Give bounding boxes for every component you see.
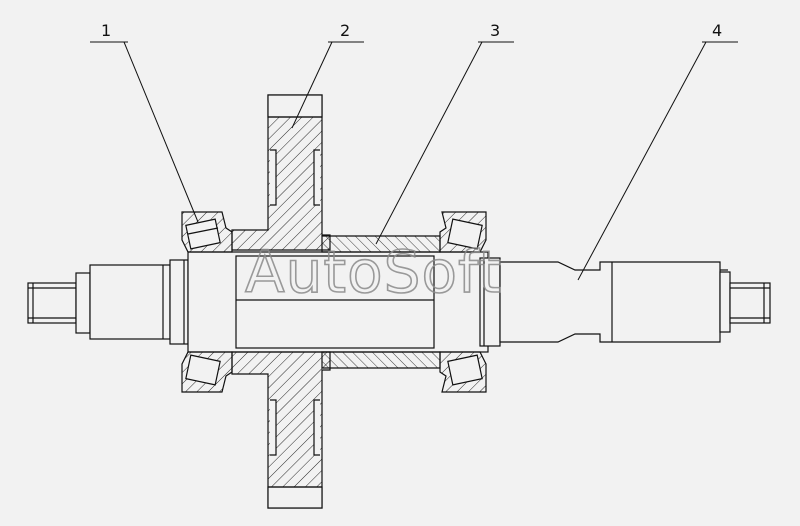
callout-1: 1 [101,21,111,40]
callout-3: 3 [490,21,500,40]
leader-lines [90,41,738,281]
callout-2: 2 [340,21,350,40]
gear [231,94,331,509]
bearing-left [181,211,233,393]
shaft [27,251,771,353]
callout-4: 4 [712,21,722,40]
sleeve [235,235,441,369]
watermark-text: AutoSoft [245,238,502,306]
bearing-right [439,211,487,393]
